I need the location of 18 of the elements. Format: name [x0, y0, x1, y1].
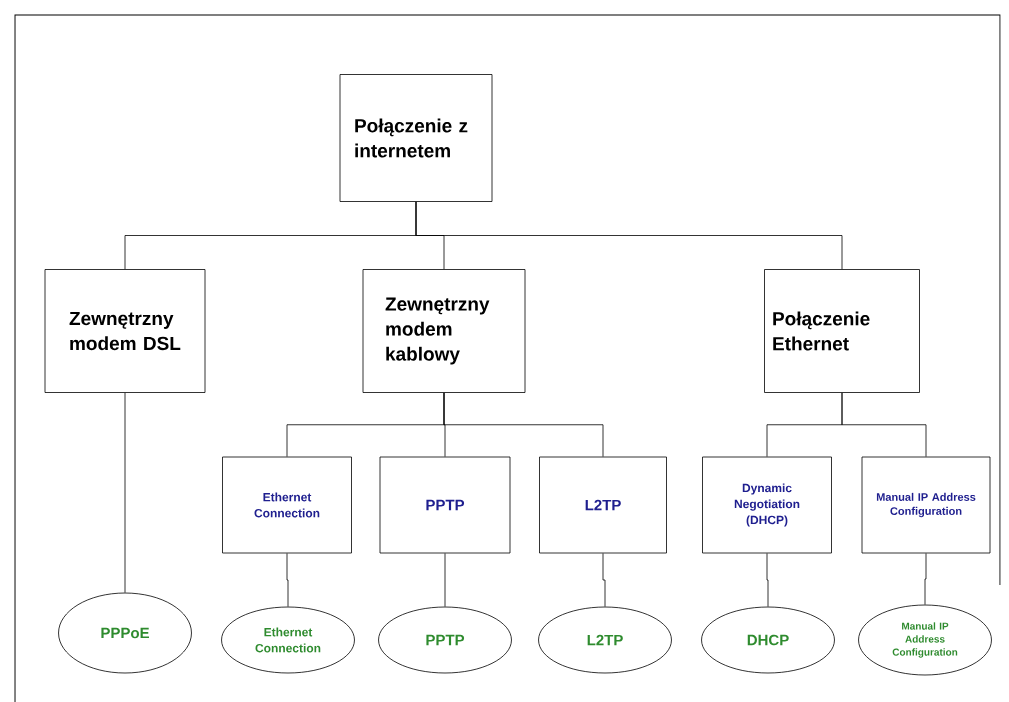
protocol-box: Ethernet Connection: [222, 456, 352, 554]
connector-line: [415, 201, 843, 270]
protocol-box: Dynamic Negotiation (DHCP): [702, 456, 832, 554]
connector-line: [286, 553, 289, 607]
connector-line: [443, 392, 604, 457]
connector-line: [444, 553, 446, 607]
connector-line: [924, 553, 927, 605]
connector-line: [124, 392, 126, 593]
connector-line: [766, 553, 769, 607]
connector-line: [841, 392, 927, 457]
protocol-box: PPTP: [379, 456, 511, 554]
category-box: Połączenie Ethernet: [764, 269, 920, 393]
category-box: Zewnętrzny modem kablowy: [362, 269, 526, 393]
category-box: Zewnętrzny modem DSL: [44, 269, 206, 393]
connector-line: [602, 553, 606, 607]
category-box: Połączenie z internetem: [339, 74, 493, 202]
protocol-box: L2TP: [539, 456, 667, 554]
protocol-box: Manual IP Address Configuration: [861, 456, 991, 554]
